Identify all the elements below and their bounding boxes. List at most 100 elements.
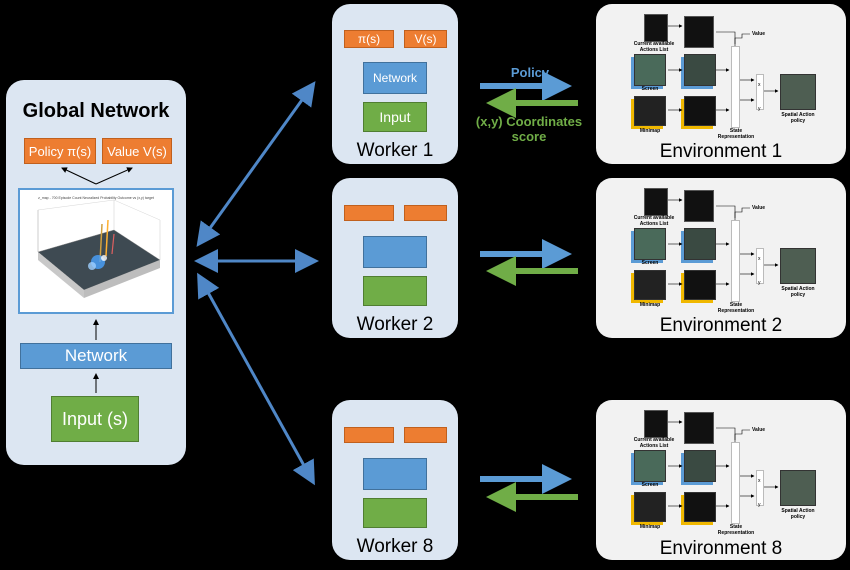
value-label: Value	[752, 31, 766, 37]
worker-2-input-box	[363, 276, 427, 306]
worker-2-title: Worker 2	[356, 314, 434, 335]
screen-tile	[634, 450, 666, 482]
actions-list-label: Current available Actions List	[633, 437, 675, 449]
environment-1-title: Environment 1	[659, 141, 783, 162]
state-representation-bar	[731, 442, 740, 524]
actions-feature-terminal	[684, 412, 714, 444]
minimap-tile	[634, 492, 666, 522]
screen-feature-tile	[684, 228, 716, 260]
x-label: x	[758, 478, 761, 484]
policy-label: Policy	[510, 65, 550, 80]
y-label: y	[758, 502, 761, 508]
minimap-feature-tile	[684, 96, 716, 126]
state-representation-bar	[731, 46, 740, 128]
spatial-action-label: Spatial Action policy	[781, 112, 815, 124]
screen-tile	[634, 228, 666, 260]
coords-label-line2: score	[511, 129, 547, 144]
spatial-action-label: Spatial Action policy	[781, 508, 815, 520]
spatial-action-tile	[780, 248, 816, 284]
actions-feature-terminal	[684, 190, 714, 222]
state-representation-label: State Representation	[717, 524, 755, 536]
screen-tile	[634, 54, 666, 86]
worker-8-title: Worker 8	[356, 536, 434, 557]
worker-1-title: Worker 1	[356, 140, 434, 161]
env-internal-arrows	[668, 198, 779, 286]
spatial-action-tile	[780, 470, 816, 506]
worker-2-network-box	[363, 236, 427, 268]
state-representation-bar	[731, 220, 740, 302]
worker8-env8-arrows	[480, 464, 578, 512]
y-label: y	[758, 280, 761, 286]
plot-to-value-arrow	[95, 167, 133, 185]
worker-8-panel: Worker 8	[332, 400, 458, 560]
environment-8-panel: Current available Actions List Screen Mi…	[596, 400, 846, 560]
xy-bar	[756, 74, 764, 110]
worker-8-pi-box	[344, 427, 394, 443]
global-worker8-arrow	[197, 272, 315, 486]
worker-2-panel: Worker 2	[332, 178, 458, 338]
minimap-tile	[634, 96, 666, 126]
plot-to-policy-arrow	[61, 167, 97, 185]
global-value-box: Value V(s)	[102, 138, 172, 164]
worker1-env1-arrows	[480, 71, 578, 118]
worker-1-panel: π(s) V(s) Network Input Worker 1	[332, 4, 458, 164]
environment-1-panel: Current available Actions List Screen Mi…	[596, 4, 846, 164]
global-plot-frame: z_map - 700 Episode Count Neuralized Pro…	[18, 188, 174, 314]
global-plot-caption: z_map - 700 Episode Count Neuralized Pro…	[38, 196, 154, 200]
env-internal-arrows	[668, 24, 779, 112]
worker2-env2-arrows	[480, 239, 578, 286]
environment-2-title: Environment 2	[659, 315, 783, 336]
worker-8-network-box	[363, 458, 427, 490]
global-network-title: Global Network	[22, 100, 170, 122]
xy-bar	[756, 470, 764, 506]
spatial-action-label: Spatial Action policy	[781, 286, 815, 298]
worker-2-v-box	[404, 205, 447, 221]
spatial-action-tile	[780, 74, 816, 110]
screen-label: Screen	[641, 260, 659, 266]
screen-label: Screen	[641, 86, 659, 92]
worker-8-v-box	[404, 427, 447, 443]
minimap-label: Minimap	[639, 128, 661, 134]
actions-list-terminal	[644, 188, 668, 216]
x-label: x	[758, 256, 761, 262]
minimap-tile	[634, 270, 666, 300]
worker-1-pi-box: π(s)	[344, 30, 394, 48]
screen-feature-tile	[684, 450, 716, 482]
global-input-box: Input (s)	[51, 396, 139, 442]
minimap-feature-tile	[684, 270, 716, 300]
env-8-schematic: Current available Actions List Screen Mi…	[596, 400, 846, 536]
worker-1-input-box: Input	[363, 102, 427, 132]
actions-feature-terminal	[684, 16, 714, 48]
minimap-feature-tile	[684, 492, 716, 522]
global-3d-surface-plot	[37, 199, 161, 298]
actions-list-label: Current available Actions List	[633, 215, 675, 227]
environment-8-title: Environment 8	[659, 538, 783, 559]
actions-list-terminal	[644, 410, 668, 438]
state-representation-label: State Representation	[717, 302, 755, 314]
minimap-label: Minimap	[639, 524, 661, 530]
worker-1-network-box: Network	[363, 62, 427, 94]
env-1-schematic: Current available Actions List Screen Mi…	[596, 4, 846, 140]
worker-1-v-box: V(s)	[404, 30, 447, 48]
x-label: x	[758, 82, 761, 88]
y-label: y	[758, 106, 761, 112]
global-policy-box: Policy π(s)	[24, 138, 96, 164]
xy-bar	[756, 248, 764, 284]
worker-8-input-box	[363, 498, 427, 528]
value-label: Value	[752, 427, 766, 433]
screen-label: Screen	[641, 482, 659, 488]
minimap-label: Minimap	[639, 302, 661, 308]
environment-2-panel: Current available Actions List Screen Mi…	[596, 178, 846, 338]
env-2-schematic: Current available Actions List Screen Mi…	[596, 178, 846, 314]
global-worker1-arrow	[196, 81, 316, 247]
actions-list-label: Current available Actions List	[633, 41, 675, 53]
global-network-panel: Global Network Policy π(s) Value V(s) z_…	[6, 80, 186, 465]
worker-2-pi-box	[344, 205, 394, 221]
env-internal-arrows	[668, 420, 779, 508]
state-representation-label: State Representation	[717, 128, 755, 140]
actions-list-terminal	[644, 14, 668, 42]
value-label: Value	[752, 205, 766, 211]
screen-feature-tile	[684, 54, 716, 86]
global-network-box: Network	[20, 343, 172, 369]
